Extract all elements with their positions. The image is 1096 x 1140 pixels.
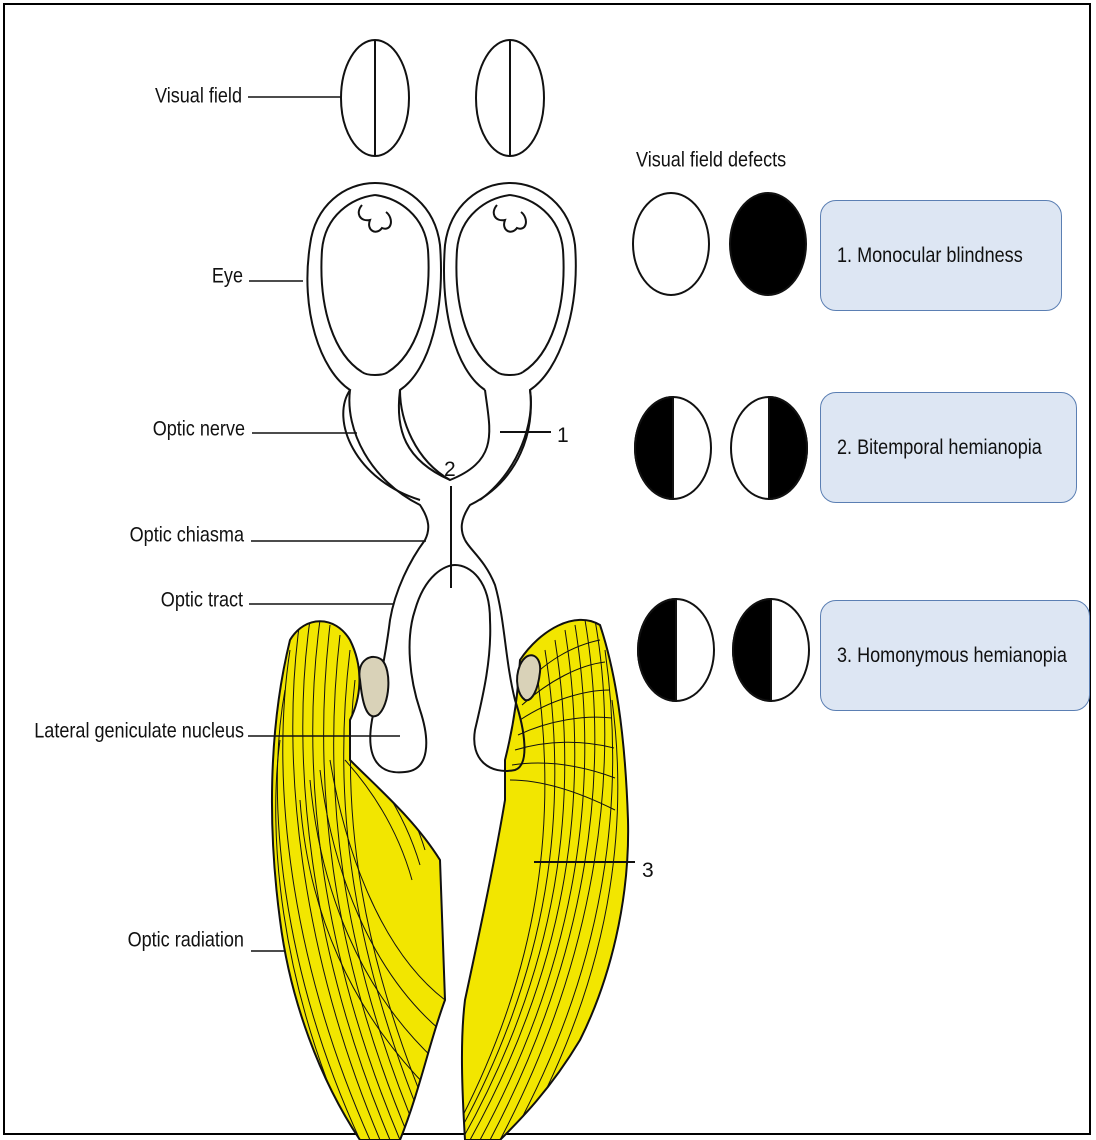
- eye-right: [444, 183, 576, 500]
- defect-label-2: 2. Bitemporal hemianopia: [837, 436, 1042, 460]
- visual-field-right: [476, 40, 544, 156]
- optic-radiation-right: [450, 620, 628, 1140]
- defect-box-bitemporal-hemianopia: 2. Bitemporal hemianopia: [820, 392, 1077, 503]
- label-eye: Eye: [212, 264, 243, 288]
- eye-left: [307, 183, 450, 500]
- label-optic-nerve: Optic nerve: [153, 417, 245, 441]
- lgn-left: [359, 657, 388, 716]
- defect-box-homonymous-hemianopia: 3. Homonymous hemianopia: [820, 600, 1090, 711]
- label-lateral-geniculate-nucleus: Lateral geniculate nucleus: [34, 719, 244, 743]
- lesion-number-2: 2: [444, 458, 456, 481]
- defect-box-monocular-blindness: 1. Monocular blindness: [820, 200, 1062, 311]
- visual-field-defects-heading: Visual field defects: [636, 148, 786, 172]
- defect-label-3: 3. Homonymous hemianopia: [837, 644, 1067, 668]
- visual-field-left: [341, 40, 409, 156]
- label-optic-chiasma: Optic chiasma: [130, 523, 244, 547]
- label-optic-radiation: Optic radiation: [128, 928, 244, 952]
- defect-1-fields: [633, 193, 806, 295]
- defect-label-1: 1. Monocular blindness: [837, 244, 1023, 268]
- defect-1-left-field: [633, 193, 709, 295]
- label-visual-field: Visual field: [155, 84, 242, 108]
- lesion-number-1: 1: [557, 424, 569, 447]
- defect-2-fields: [635, 397, 807, 499]
- optic-radiation-left: [272, 620, 445, 1140]
- defect-3-fields: [638, 599, 809, 701]
- label-optic-tract: Optic tract: [161, 588, 244, 612]
- defect-1-right-field: [730, 193, 806, 295]
- lesion-number-3: 3: [642, 859, 654, 882]
